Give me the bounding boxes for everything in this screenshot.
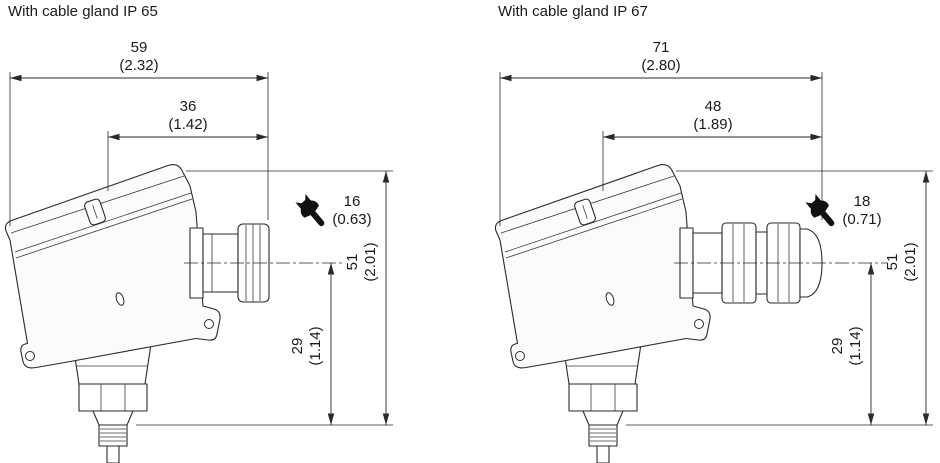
sensor-housing <box>494 164 711 463</box>
dim-value-inch: (1.14) <box>847 326 864 365</box>
sensor-housing <box>4 164 221 463</box>
dim-value-inch: (2.32) <box>119 57 158 74</box>
wrench-icon <box>805 194 835 227</box>
dim-value-mm: 59 <box>131 39 148 56</box>
dim-value-inch: (1.42) <box>168 116 207 133</box>
dim-value-mm: 29 <box>829 338 846 355</box>
dim-value-inch: (0.71) <box>842 211 881 228</box>
diagram-title: With cable gland IP 67 <box>498 3 648 20</box>
dim-value-inch: (2.80) <box>641 57 680 74</box>
dim-value-inch: (2.01) <box>362 242 379 281</box>
dim-value-mm: 36 <box>180 98 197 115</box>
wrench-icon <box>295 194 325 227</box>
dim-value-mm: 48 <box>705 98 722 115</box>
dim-width-outer: 71 (2.80) <box>499 39 823 226</box>
dim-value-mm: 29 <box>289 338 306 355</box>
dim-wrench-size: 18 (0.71) <box>805 193 882 228</box>
dim-wrench-size: 16 (0.63) <box>295 193 372 228</box>
dim-value-inch: (2.01) <box>902 242 919 281</box>
diagram-title: With cable gland IP 65 <box>8 3 158 20</box>
dim-width-outer: 59 (2.32) <box>9 39 269 226</box>
dim-value-inch: (1.89) <box>693 116 732 133</box>
dim-value-mm: 51 <box>344 254 361 271</box>
dim-height-total: 51 (2.01) <box>136 170 393 426</box>
dim-value-inch: (0.63) <box>332 211 371 228</box>
dim-value-mm: 71 <box>653 39 670 56</box>
dim-height-center: 29 (1.14) <box>289 263 335 425</box>
diagram-ip67: With cable gland IP 67 71 (2.80) <box>494 3 933 463</box>
diagram-ip65: With cable gland IP 65 59 (2.32) 36 ( <box>4 3 393 463</box>
dim-value-mm: 18 <box>854 193 871 210</box>
dim-value-mm: 16 <box>344 193 361 210</box>
dim-value-inch: (1.14) <box>307 326 324 365</box>
dim-value-mm: 51 <box>884 254 901 271</box>
dim-width-inner: 48 (1.89) <box>602 98 822 191</box>
dim-width-inner: 36 (1.42) <box>107 98 268 191</box>
dim-height-center: 29 (1.14) <box>829 263 875 425</box>
dim-height-total: 51 (2.01) <box>626 170 933 426</box>
